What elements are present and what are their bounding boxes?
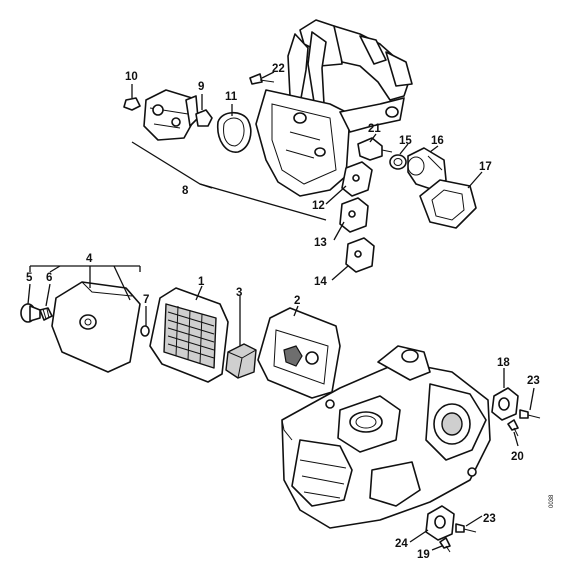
- part-number-17: 17: [479, 161, 492, 173]
- part-number-1: 1: [198, 276, 205, 288]
- plate-12: [341, 161, 373, 197]
- part-number-22: 22: [272, 63, 285, 75]
- part-number-23-upper: 23: [527, 375, 540, 387]
- drawing-code: 0038: [549, 494, 555, 508]
- foam-3: [225, 343, 257, 379]
- part-number-11: 11: [225, 91, 238, 103]
- part-number-16: 16: [431, 135, 444, 147]
- part-number-10: 10: [125, 71, 138, 83]
- handle-frame: [255, 19, 413, 197]
- part-number-4: 4: [86, 253, 93, 265]
- part-number-8: 8: [182, 185, 189, 197]
- nut-10: [123, 97, 141, 111]
- part-number-7: 7: [143, 294, 149, 306]
- part-number-24: 24: [395, 538, 408, 550]
- part-number-13: 13: [314, 237, 327, 249]
- screw-5: [20, 303, 41, 323]
- part-number-20: 20: [511, 451, 524, 463]
- screw-22: [249, 73, 275, 85]
- part-number-5: 5: [26, 272, 33, 284]
- mount-18: [491, 387, 519, 421]
- part-number-6: 6: [46, 272, 52, 284]
- screw-20: [507, 419, 519, 437]
- part-numbers: 10 9 11 22 21 15 16 17 8 12 13 14 4 5 6 …: [26, 63, 540, 561]
- spring-6: [39, 307, 53, 321]
- part-number-14: 14: [314, 276, 327, 288]
- part-number-9: 9: [198, 81, 204, 93]
- carburetor: [143, 89, 199, 141]
- plate-13: [339, 197, 369, 233]
- filter-cover-4: [51, 281, 141, 373]
- screw-23-upper: [519, 409, 541, 419]
- part-number-18: 18: [497, 357, 510, 369]
- air-filter-1: [149, 287, 229, 383]
- part-number-3: 3: [236, 287, 242, 299]
- part-number-12: 12: [312, 200, 325, 212]
- part-number-2: 2: [294, 295, 300, 307]
- filter-base-2: [257, 307, 341, 399]
- fitting-9: [195, 109, 213, 127]
- leader-lines: [27, 71, 535, 551]
- part-number-15: 15: [399, 135, 412, 147]
- part-number-21: 21: [368, 123, 381, 135]
- part-number-23-lower: 23: [483, 513, 496, 525]
- plate-14: [345, 237, 375, 273]
- screw-23-lower: [455, 523, 477, 533]
- screw-19: [439, 537, 451, 553]
- flange-17: [419, 179, 477, 229]
- ring-7: [140, 325, 150, 337]
- ring-15: [389, 154, 407, 170]
- intake-manifold-16: [407, 147, 447, 191]
- engine-crankcase: [281, 345, 491, 529]
- sleeve-21: [357, 137, 393, 161]
- gasket-11: [216, 111, 252, 153]
- part-number-19: 19: [417, 549, 430, 561]
- mount-24: [425, 505, 455, 541]
